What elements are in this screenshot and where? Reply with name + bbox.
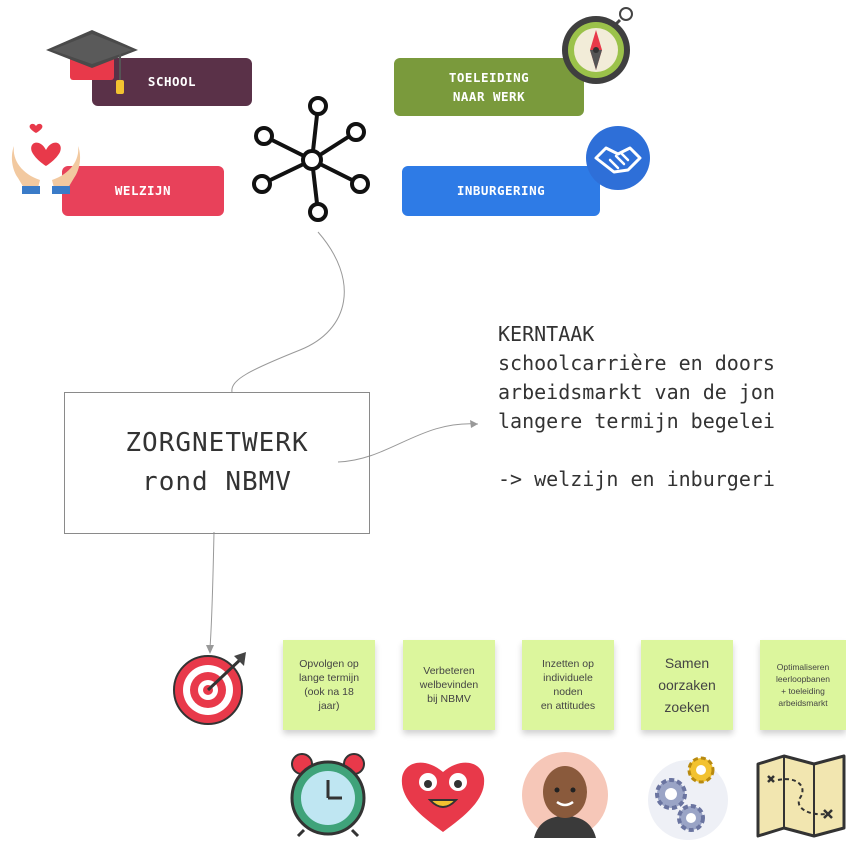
kerntaak-line-4: -> welzijn en inburgeri (498, 467, 775, 491)
note-samen-text: Samen oorzaken zoeken (658, 655, 716, 715)
note-optimaliseren-text: Optimaliseren leerloopbanen + toeleiding… (776, 662, 830, 708)
inburgering-tag: INBURGERING (402, 166, 600, 216)
welzijn-label: WELZIJN (114, 183, 172, 199)
inburgering-label: INBURGERING (456, 183, 546, 199)
kerntaak-line-2: arbeidsmarkt van de jon (498, 380, 775, 404)
caring-hands-heart-icon (11, 123, 81, 194)
note-samen: Samen oorzaken zoeken (641, 640, 733, 730)
kerntaak-line-1: schoolcarrière en doors (498, 351, 775, 375)
compass-icon (562, 7, 633, 84)
kerntaak-title: KERNTAAK (498, 322, 595, 346)
zorgnetwerk-title: ZORGNETWERK (125, 428, 309, 458)
treasure-map-icon (756, 754, 846, 838)
toeleiding-tag: TOELEIDING NAAR WERK (394, 58, 584, 116)
toeleiding-label: TOELEIDING NAAR WERK (448, 69, 530, 104)
note-opvolgen-text: Opvolgen op lange termijn (ook na 18 jaa… (298, 658, 360, 712)
alarm-clock-icon (290, 753, 366, 838)
note-opvolgen: Opvolgen op lange termijn (ook na 18 jaa… (283, 640, 375, 730)
note-inzetten: Inzetten op individuele noden en attitud… (522, 640, 614, 730)
kerntaak-line-3: langere termijn begelei (498, 409, 775, 433)
zorgnetwerk-box: ZORGNETWERK rond NBMV (64, 392, 370, 534)
network-hub-icon (252, 96, 370, 222)
handshake-icon (586, 126, 650, 190)
happy-heart-icon (401, 762, 485, 832)
note-verbeteren-text: Verbeteren welbevinden bij NBMV (419, 665, 479, 705)
school-label: SCHOOL (147, 74, 197, 90)
welzijn-tag: WELZIJN (62, 166, 224, 216)
person-face-icon (522, 752, 608, 838)
graduation-cap-icon (46, 30, 138, 94)
kerntaak-text: KERNTAAK schoolcarrière en doors arbeids… (498, 320, 846, 494)
note-optimaliseren: Optimaliseren leerloopbanen + toeleiding… (760, 640, 846, 730)
gears-icon (648, 756, 728, 840)
zorgnetwerk-subtitle: rond NBMV (142, 467, 292, 497)
note-verbeteren: Verbeteren welbevinden bij NBMV (403, 640, 495, 730)
note-inzetten-text: Inzetten op individuele noden en attitud… (540, 658, 596, 712)
target-icon (173, 652, 246, 725)
